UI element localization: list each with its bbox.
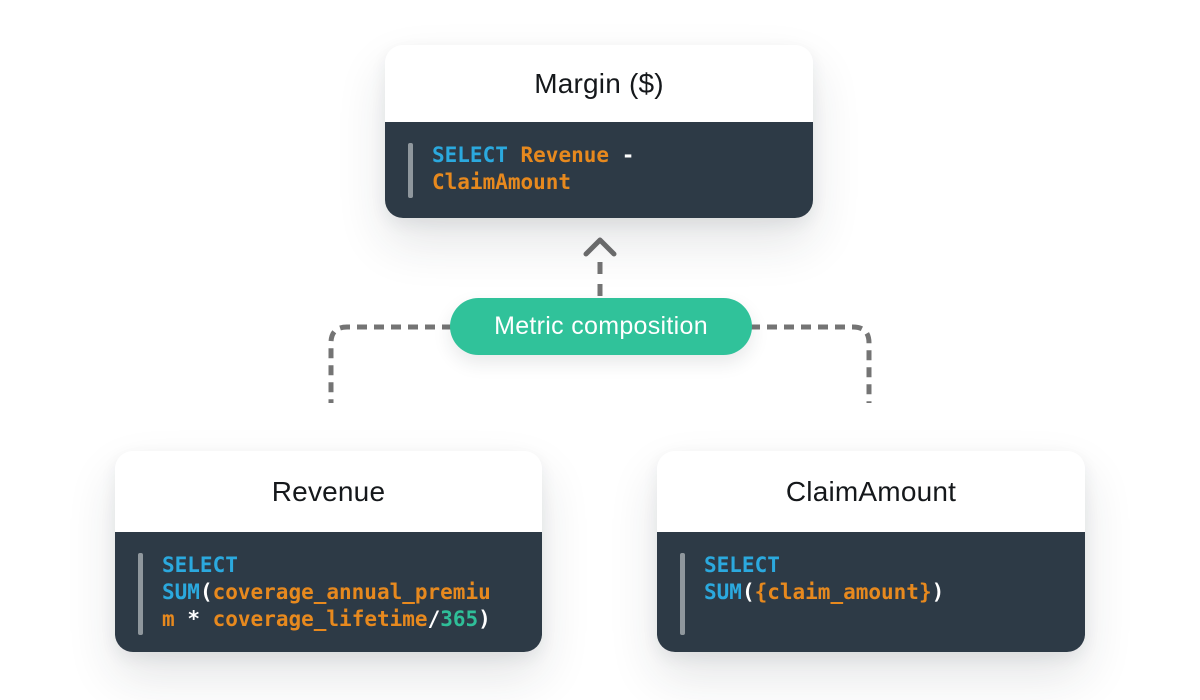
code-gutter-bar — [138, 553, 143, 635]
metric-composition-pill: Metric composition — [450, 298, 752, 355]
card-title: Margin ($) — [534, 67, 664, 99]
card-header: Revenue — [115, 451, 542, 532]
card-header: Margin ($) — [385, 45, 813, 122]
code-block: SELECT Revenue -ClaimAmount — [432, 143, 635, 194]
card-code-panel: SELECT Revenue -ClaimAmount — [385, 122, 813, 218]
code-gutter-bar — [408, 143, 413, 198]
card-header: ClaimAmount — [657, 451, 1085, 532]
up-arrow-icon — [583, 237, 617, 257]
code-gutter-bar — [680, 553, 685, 635]
metric-card-margin: Margin ($) SELECT Revenue -ClaimAmount — [385, 45, 813, 218]
card-title: Revenue — [271, 475, 386, 507]
connector-line-left — [328, 324, 452, 403]
card-title: ClaimAmount — [785, 475, 957, 507]
connector-line-right — [750, 324, 872, 403]
